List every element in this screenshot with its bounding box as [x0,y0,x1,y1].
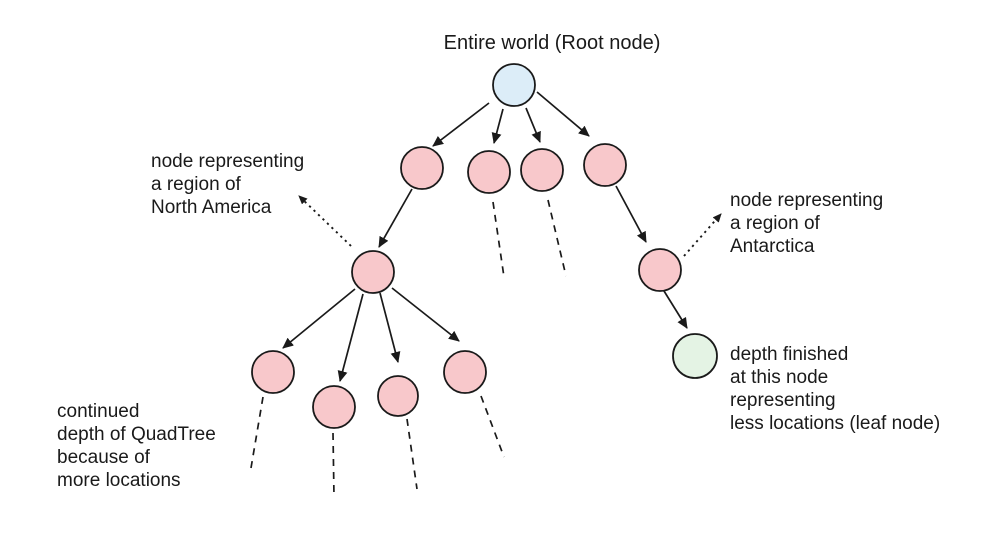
leaf-node-label-line: representing [730,390,836,411]
leaf-node-label: depth finished at this node representing… [730,343,940,435]
antarctica-label-line: Antarctica [730,236,815,257]
leaf-node-label-line: at this node [730,367,829,388]
tree-node-l2c [520,148,564,192]
edge-cont-c2 [332,432,335,498]
tree-node-c3 [377,375,419,417]
leaf-node-label-line: depth finished [730,344,849,365]
edge-root-l2d [536,91,590,137]
continued-depth-label-line: depth of QuadTree [57,424,216,445]
tree-node-l2b [467,150,511,194]
continued-depth-label-line: more locations [57,470,181,491]
nodes-layer [251,63,718,429]
edge-cont-l2b [492,201,505,278]
tree-node-leaf [672,333,718,379]
leaf-node-label-line: less locations (leaf node) [730,413,941,434]
tree-node-root [492,63,536,107]
edge-l2d-antarctica [615,185,647,243]
antarctica-label-line: node representing [730,190,884,211]
edge-l2a-north-america [378,188,413,248]
continued-depth-label-line: continued [57,401,140,422]
tree-node-c2 [312,385,356,429]
tree-node-l2a [400,146,444,190]
edge-na-c1 [282,288,356,349]
tree-node-antarctica [638,248,682,292]
tree-node-c1 [251,350,295,394]
edges-layer [250,91,722,498]
edge-cont-c1 [250,396,264,469]
edge-cont-c4 [480,395,505,458]
tree-node-l2d [583,143,627,187]
edge-na-c4 [391,287,460,342]
edge-na-c2 [337,293,364,382]
edge-cont-c3 [406,418,418,490]
edge-cont-l2c [547,199,567,277]
continued-depth-label: continued depth of QuadTree because of m… [57,400,216,492]
edge-pointer-antarctica [683,213,722,257]
edge-na-c3 [379,292,401,363]
edge-pointer-north-america [298,195,352,247]
antarctica-label: node representing a region of Antarctica [730,189,883,258]
north-america-label: node representing a region of North Amer… [151,150,304,219]
edge-root-l2c [525,107,541,143]
edge-antarctica-leaf [663,290,688,329]
continued-depth-label-line: because of [57,447,150,468]
edge-root-l2a [432,102,490,147]
antarctica-label-line: a region of [730,213,820,234]
north-america-label-line: node representing [151,151,305,172]
tree-node-c4 [443,350,487,394]
edge-root-l2b [491,108,504,144]
north-america-label-line: a region of [151,174,241,195]
tree-node-north-america [351,250,395,294]
root-node-title: Entire world (Root node) [443,32,661,54]
north-america-label-line: North America [151,197,272,218]
